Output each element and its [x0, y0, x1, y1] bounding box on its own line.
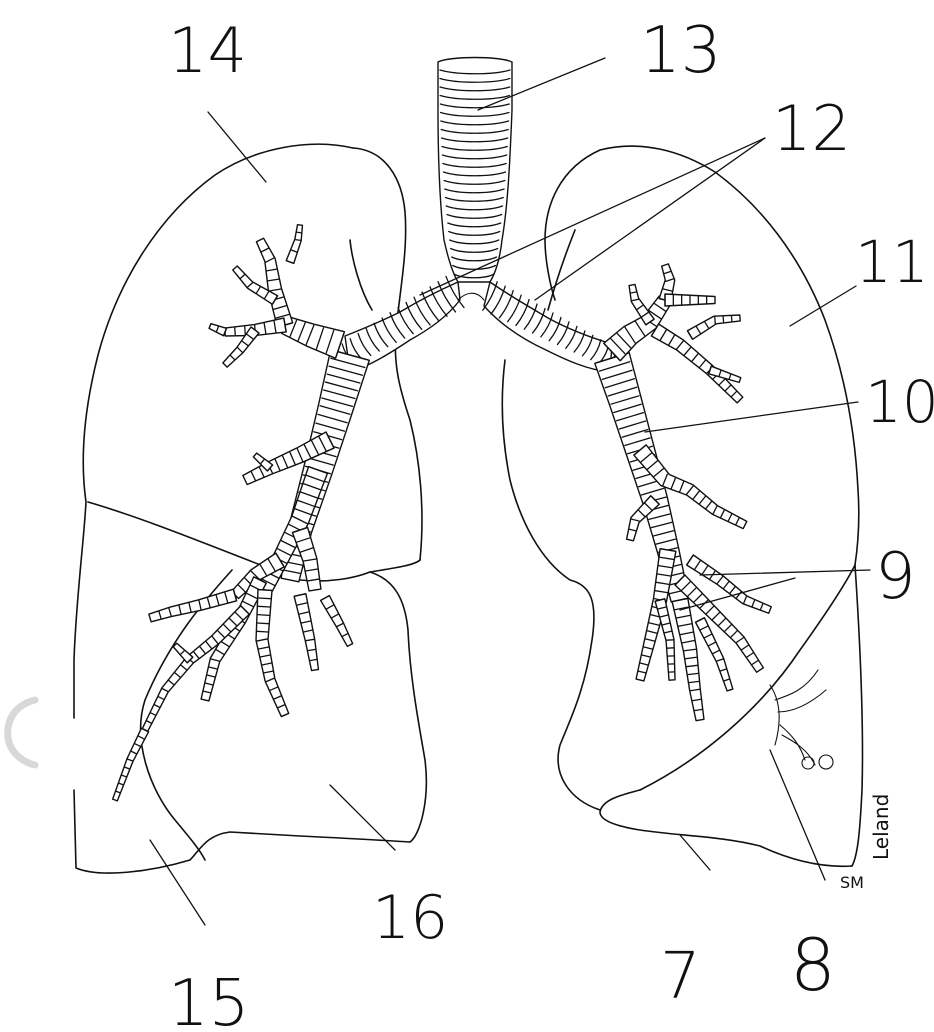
leader-9a — [700, 570, 870, 575]
page-edge-mark — [8, 700, 35, 765]
left-apicoposterior — [629, 284, 654, 324]
label-7: 7 — [660, 940, 701, 1014]
left-superior-lingula-ring — [723, 316, 724, 323]
leader-12b — [535, 138, 765, 300]
label-16: 16 — [372, 883, 448, 953]
label-11: 11 — [855, 228, 929, 296]
number-labels: 13 12 11 10 9 14 16 15 7 8 — [168, 14, 934, 1032]
leader-7 — [680, 835, 710, 870]
label-14: 14 — [168, 14, 247, 87]
leader-lines — [150, 58, 870, 925]
leader-11 — [790, 286, 856, 326]
alveoli-branch — [770, 670, 826, 765]
right-lower-branch-d — [142, 606, 249, 732]
carina-notch — [458, 293, 484, 300]
left-lingula-line — [548, 230, 575, 310]
label-15: 15 — [168, 967, 249, 1032]
right-lower-branch-b — [256, 590, 289, 717]
right-apical-tip — [286, 225, 302, 264]
trachea — [438, 58, 512, 283]
label-8: 8 — [790, 923, 836, 1007]
label-13: 13 — [640, 14, 721, 88]
leader-14 — [208, 112, 266, 182]
right-anterior-branch-ring — [235, 327, 236, 335]
left-lung-lateral-base — [852, 565, 863, 866]
right-lower-lobe-border — [370, 572, 426, 842]
right-upper-inner-lobe — [350, 240, 372, 310]
right-lower-branch-b-ring — [258, 615, 270, 616]
right-lower-branch-b-ring — [259, 590, 272, 591]
right-anterior-branch-ring — [245, 326, 246, 335]
right-lower-branch-b-ring — [258, 598, 270, 599]
right-lower-branch-b-ring — [257, 631, 268, 632]
signature-name: Leland — [869, 794, 893, 860]
leader-16 — [330, 785, 395, 850]
label-9: 9 — [875, 540, 916, 614]
left-basal-b — [672, 598, 704, 720]
left-lung — [502, 146, 862, 866]
right-lower-branch-b-ring — [257, 623, 268, 624]
alveoli-sac — [802, 757, 814, 769]
artist-signature: Leland SM — [840, 794, 893, 892]
right-lung-base — [74, 790, 410, 873]
label-12: 12 — [772, 92, 851, 165]
right-lower-branch-b-ring — [258, 606, 270, 607]
right-lower-branch-f — [321, 596, 353, 647]
leader-10 — [645, 402, 858, 432]
right-apical-tip-ring — [295, 240, 301, 241]
bronchial-tree — [113, 225, 772, 801]
label-10: 10 — [865, 368, 934, 436]
alveoli-sac — [819, 755, 833, 769]
left-superior-lingula-ring — [715, 316, 716, 323]
alveoli-detail — [770, 670, 833, 769]
signature-initials: SM — [840, 873, 864, 892]
right-apical-tip-ring — [296, 232, 301, 233]
